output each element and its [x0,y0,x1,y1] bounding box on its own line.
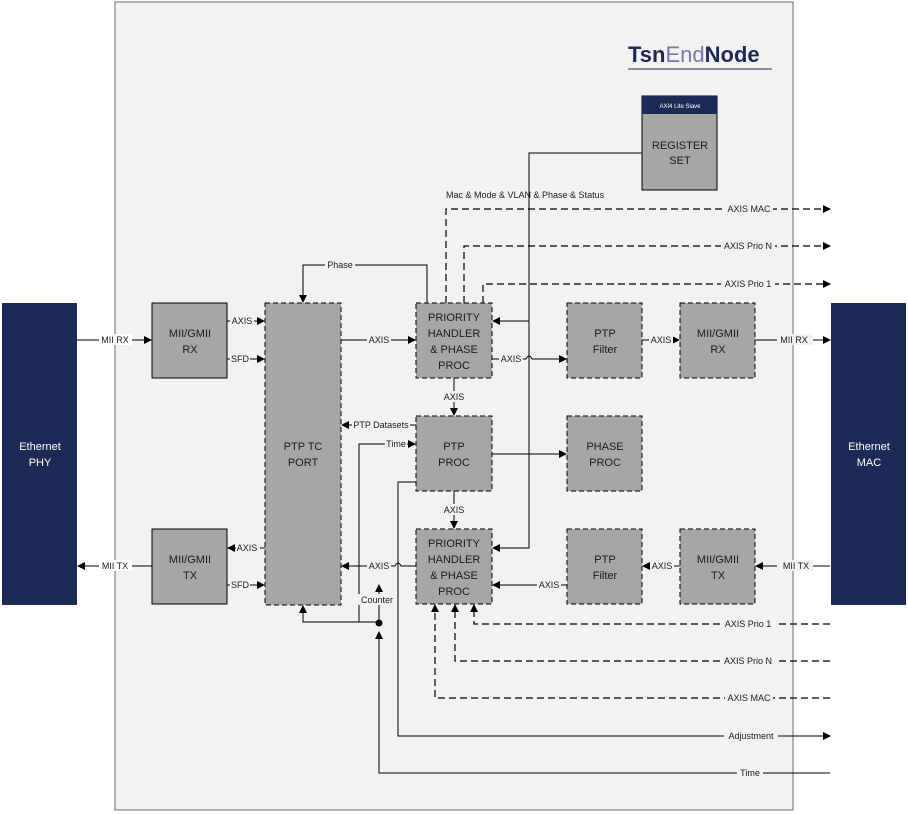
title-part-node: Node [705,42,760,67]
sfd-rx-label: SFD [231,354,250,364]
ptp-filter-top-label-1: PTP [594,328,615,340]
ethernet-phy-label-2: PHY [29,457,52,469]
axis-mii-to-filter-label: AXIS [652,561,673,571]
priority-handler-bottom-label-2: HANDLER [428,554,481,566]
adjustment-line [397,481,831,740]
mii-gmii-rx-left-label-1: MII/GMII [169,328,211,340]
mii-rx-in-label: MII RX [101,335,129,345]
ptp-proc-label-1: PTP [443,441,464,453]
axis-prio-1-out-label: AXIS Prio 1 [725,279,772,289]
axis-mac-out-line [445,205,831,303]
axis-mac-out-label: AXIS MAC [727,204,771,214]
axis-prio-1-in-line [470,604,830,625]
ethernet-phy-label-1: Ethernet [19,441,61,453]
title-part-tsn: Tsn [628,42,665,67]
axis-tx-label: AXIS [237,543,258,553]
mii-gmii-tx-right-block [679,528,756,605]
phase-line [299,264,428,303]
register-set-label-2: SET [669,155,691,167]
priority-handler-top-label-1: PRIORITY [428,312,481,324]
reg-bus-label: Mac & Mode & VLAN & Phase & Status [446,190,605,200]
priority-handler-top-label-2: HANDLER [428,328,481,340]
axis-filter-to-prio-label: AXIS [539,580,560,590]
title-part-end: End [665,42,704,67]
mii-gmii-rx-right-label-2: RX [710,344,726,356]
priority-handler-top-block [415,302,493,379]
dashed-connections [431,205,831,699]
time-small-label: Time [386,439,406,449]
axis-filter-to-mii-label: AXIS [651,335,672,345]
axi4-lite-slave-header [642,96,717,114]
ethernet-phy-block [2,303,77,605]
mii-gmii-tx-right-label-1: MII/GMII [697,554,739,566]
mii-gmii-rx-left-block [151,302,228,379]
ptp-tc-port-block [264,302,342,606]
mii-gmii-rx-left-label-2: RX [182,344,198,356]
title-logo: TsnEndNode [628,42,760,67]
ptp-filter-bottom-label-1: PTP [594,554,615,566]
ptp-filter-bottom-block [566,528,643,605]
mii-gmii-tx-left-block [151,528,228,605]
priority-handler-bottom-block [415,528,493,605]
adjustment-label: Adjustment [728,731,774,741]
mii-gmii-tx-right-label-2: TX [711,570,726,582]
priority-handler-bottom-label-4: PROC [438,586,470,598]
reg-bus-line [492,152,642,552]
axis-prio-n-in-label: AXIS Prio N [724,656,772,666]
ptp-filter-top-label-2: Filter [593,344,618,356]
counter-to-port-line [299,605,379,623]
ethernet-mac-label-1: Ethernet [848,441,890,453]
mii-gmii-tx-left-label-1: MII/GMII [169,554,211,566]
ptp-tc-port-label-1: PTP TC [284,441,323,453]
axis-mac-in-line [431,604,830,699]
axis-prio-1-in-label: AXIS Prio 1 [725,619,772,629]
phase-proc-block [566,415,643,492]
axis-prio-n-in-line [451,604,830,662]
connection-labels: MII RX MII TX AXIS SFD AXIS SFD Phase AX… [99,190,813,778]
priority-handler-top-label-3: & PHASE [430,344,478,356]
axis-prio-to-port-label: AXIS [369,561,390,571]
ptp-tc-port-label-2: PORT [288,457,319,469]
mii-rx-out-label: MII RX [780,335,808,345]
axis-prio-n-out-label: AXIS Prio N [724,241,772,251]
mii-gmii-tx-left-label-2: TX [183,570,198,582]
counter-label: Counter [361,595,393,605]
ethernet-mac-block [831,303,906,605]
axis-rx-label: AXIS [232,316,253,326]
mii-gmii-rx-right-block [679,302,756,379]
phase-proc-label-1: PHASE [586,441,623,453]
ptp-proc-block [415,415,493,492]
axis-prio-n-out-line [463,242,831,303]
priority-handler-bottom-label-3: & PHASE [430,570,478,582]
ethernet-mac-label-2: MAC [857,457,882,469]
time-in-line [375,631,830,774]
ptp-proc-label-2: PROC [438,457,470,469]
ptp-filter-bottom-label-2: Filter [593,570,618,582]
priority-handler-top-label-4: PROC [438,360,470,372]
axis-ptp-to-prio-label: AXIS [444,505,465,515]
axis-mac-in-label: AXIS MAC [727,693,771,703]
mii-gmii-rx-right-label-1: MII/GMII [697,328,739,340]
register-set-label-1: REGISTER [652,140,708,152]
axi4-lite-slave-label: AXI4 Lite Slave [659,104,701,110]
mii-tx-out-label: MII TX [102,561,128,571]
counter-node [375,619,383,627]
mii-tx-in-label: MII TX [783,561,809,571]
phase-proc-label-2: PROC [589,457,621,469]
time-in-label: Time [740,768,760,778]
axis-prio-to-ptp-label: AXIS [444,392,465,402]
phase-label: Phase [327,260,353,270]
axis-port-to-prio-label: AXIS [369,335,390,345]
sfd-tx-label: SFD [231,580,250,590]
axis-prio-to-filter-label: AXIS [501,354,522,364]
priority-handler-bottom-label-1: PRIORITY [428,538,481,550]
ptp-filter-top-block [566,302,643,379]
axis-prio-1-out-line [482,280,831,303]
ptp-datasets-label: PTP Datasets [353,420,409,430]
